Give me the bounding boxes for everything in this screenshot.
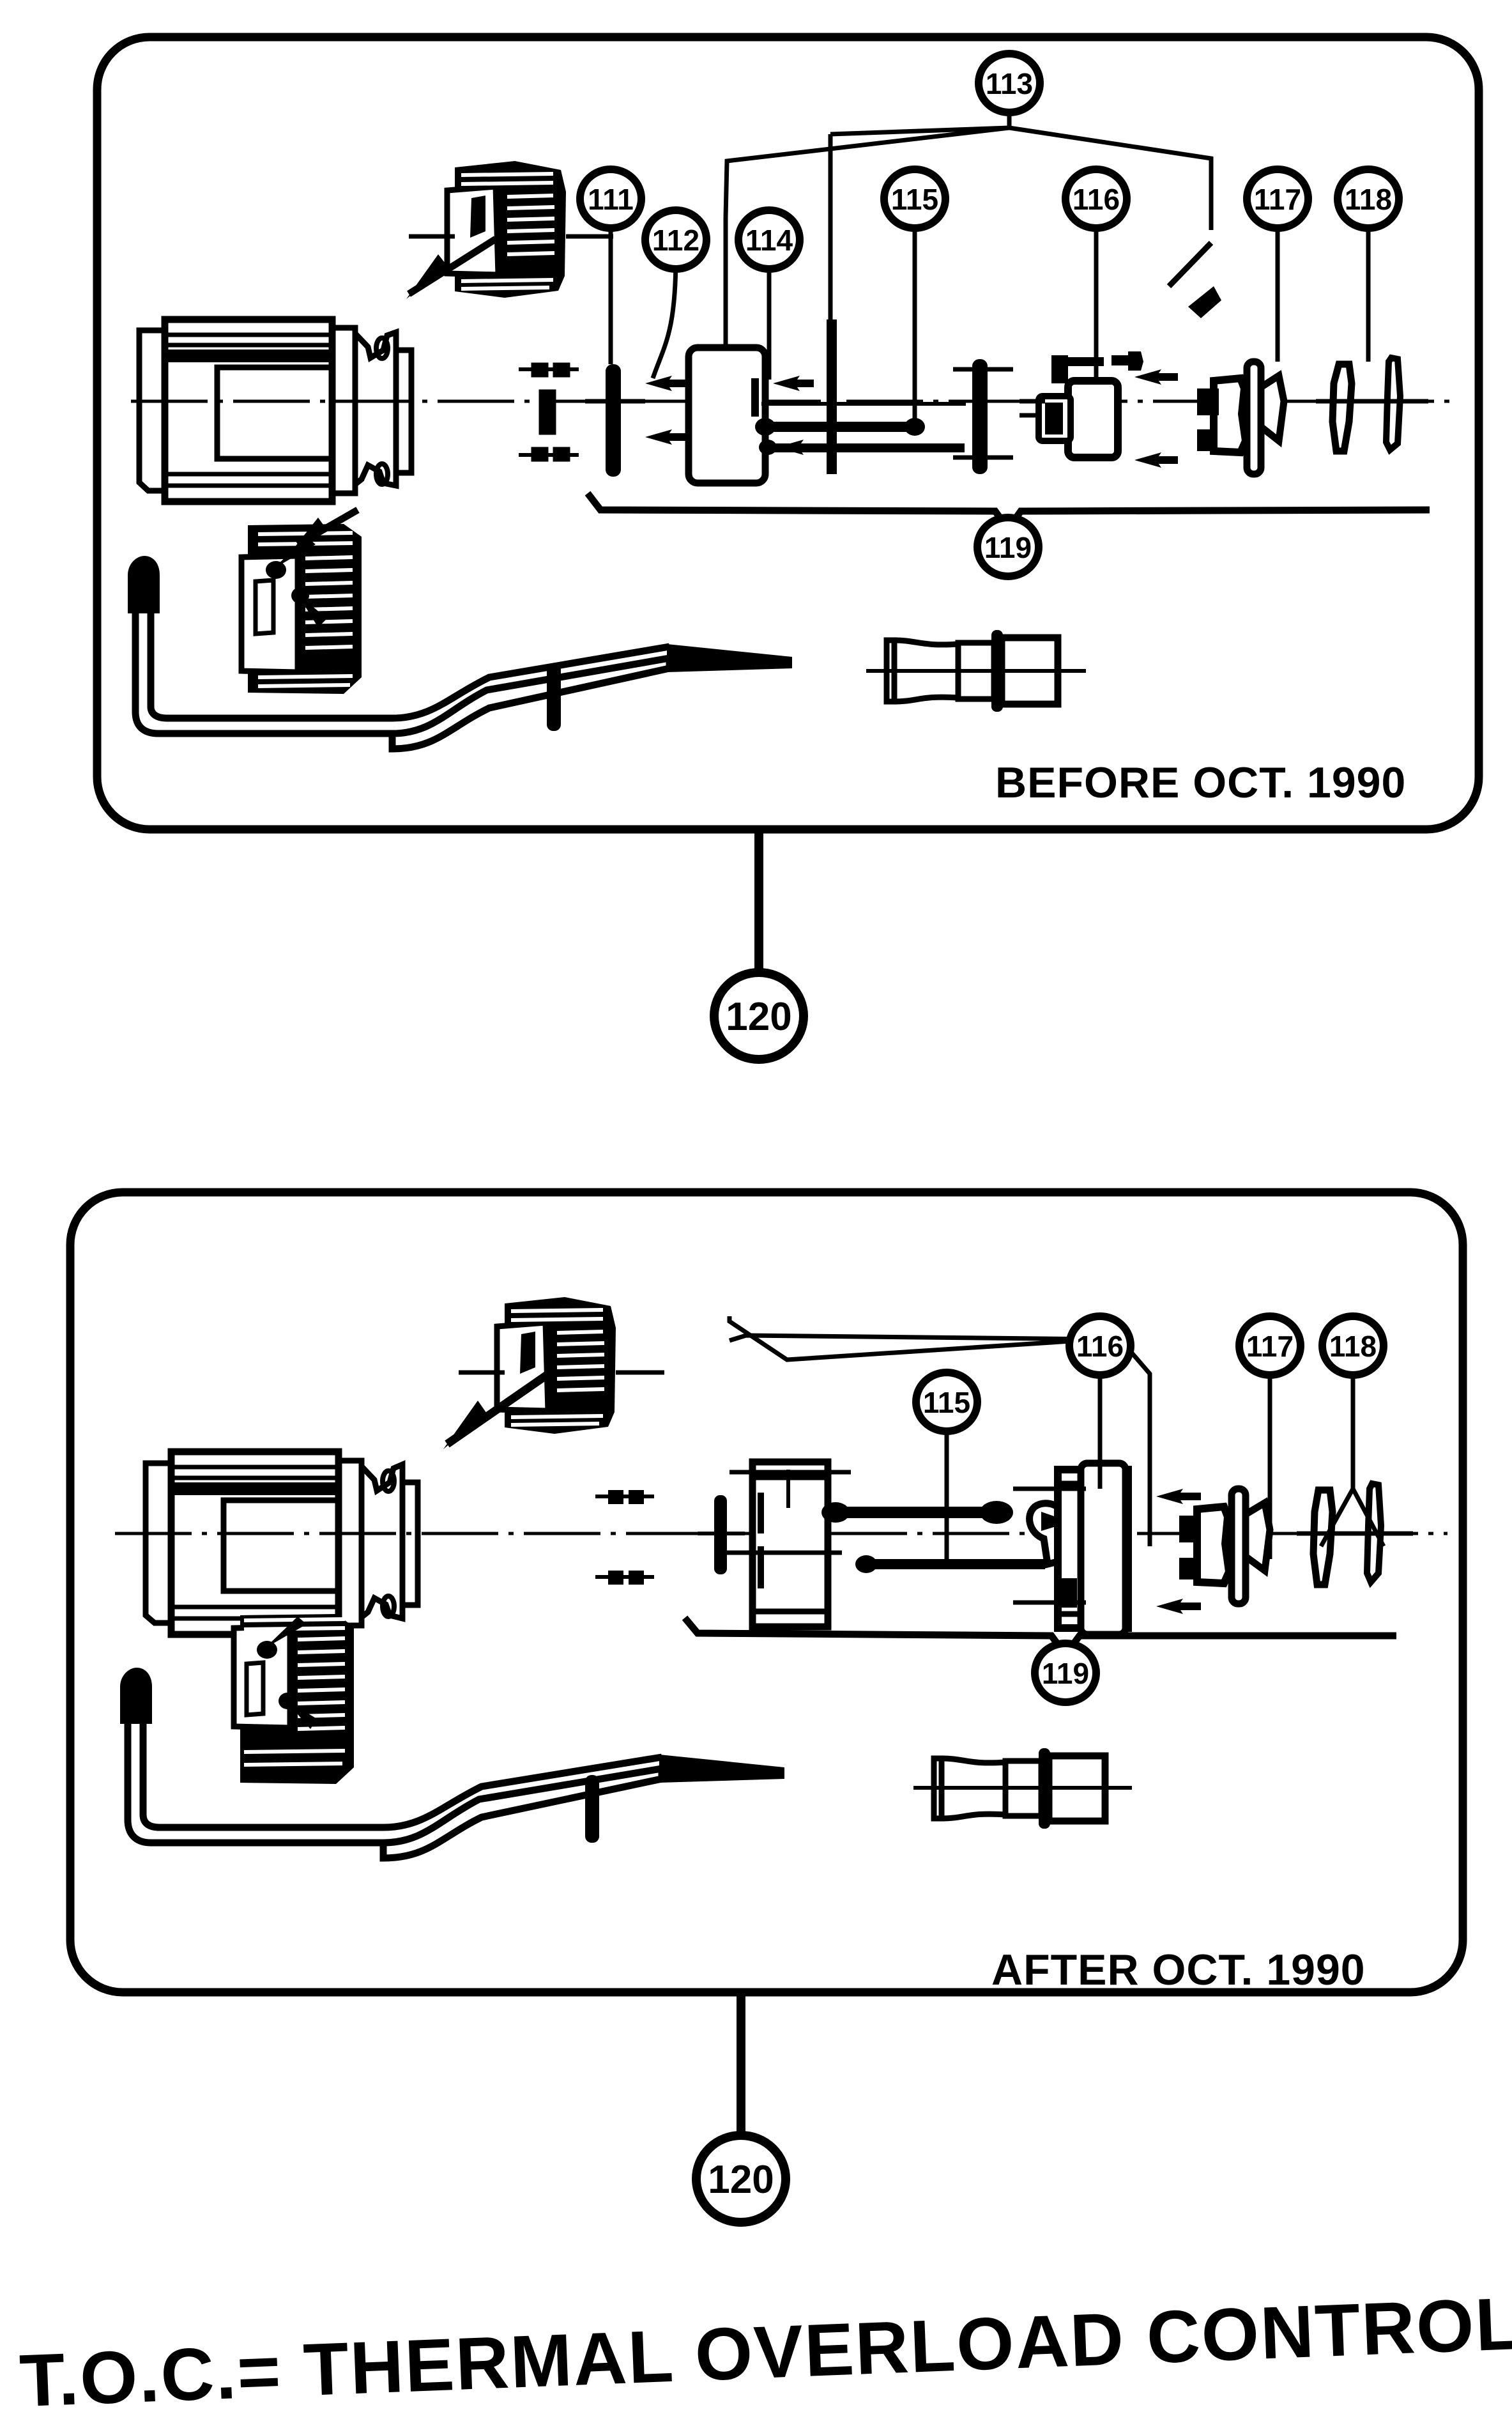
callout-117-label: 117 (1254, 183, 1301, 216)
cord-tip-before (667, 644, 792, 672)
part-clip-118-before (1316, 354, 1428, 455)
plug-connector-before (866, 630, 1086, 712)
callout-120-after[interactable]: 120 (692, 2131, 790, 2227)
leaders-before (608, 83, 1371, 426)
callout-119-after[interactable]: 119 (1031, 1640, 1100, 1706)
callout-111-before[interactable]: 111 (576, 165, 645, 232)
part-screw-114-before (751, 378, 759, 417)
panel-label-after: AFTER OCT. 1990 (991, 1946, 1366, 1994)
toc-unit-after (231, 1614, 354, 1784)
toc-unit-before (238, 507, 362, 694)
panel-label-before: BEFORE OCT. 1990 (995, 758, 1406, 807)
part-block-left-after (714, 1458, 851, 1631)
callout-119-after-label: 119 (1042, 1657, 1089, 1690)
callout-117-before[interactable]: 117 (1243, 165, 1312, 232)
leaders-after (727, 1316, 1386, 1559)
cord-tip-after (659, 1755, 784, 1783)
callout-116-label: 116 (1073, 183, 1120, 216)
leader-arrow-117-before (1188, 286, 1221, 318)
panel-before-border (93, 33, 1483, 834)
callout-116-after-label: 116 (1076, 1330, 1124, 1363)
callout-118-before[interactable]: 118 (1334, 165, 1403, 232)
callout-112-label: 112 (652, 224, 699, 257)
callout-112-before[interactable]: 112 (641, 206, 710, 273)
motor-body-before (136, 316, 415, 505)
callout-119-label: 119 (984, 531, 1032, 564)
callout-115-before[interactable]: 115 (880, 165, 949, 232)
cord-terminal-after (120, 1668, 152, 1724)
part-shaft-115-after (821, 1501, 1045, 1573)
plug-connector-after (913, 1748, 1132, 1829)
callout-118-after-label: 118 (1329, 1330, 1377, 1363)
toc-cover-before (406, 161, 613, 299)
callout-120-top-label: 120 (726, 995, 791, 1039)
part-clip-118-after (1297, 1480, 1413, 1588)
part-plate-mid-before (953, 359, 1013, 474)
panel-after-border (66, 1188, 1467, 1997)
panel-after-oct-1990: 115 116 117 118 119 AFTER OCT. 1990 (66, 1188, 1467, 1997)
part-bracket-117-before (1197, 358, 1288, 478)
cord-tie-after (585, 1775, 599, 1843)
callout-115-label: 115 (891, 183, 938, 216)
cord-terminal-before (128, 556, 160, 613)
assembly-callout-120-bottom: 120 (692, 1992, 790, 2227)
leader-line-117-before (1166, 240, 1214, 289)
callout-118-after[interactable]: 118 (1318, 1312, 1387, 1379)
cord-tie-before (547, 663, 561, 731)
washer-stack-before (519, 362, 579, 462)
callout-119-before[interactable]: 119 (974, 514, 1042, 580)
callout-118-label: 118 (1345, 183, 1392, 216)
part-bracket-117-after (1179, 1485, 1274, 1608)
toc-cover-after (443, 1297, 664, 1449)
callout-116-before[interactable]: 116 (1062, 165, 1131, 232)
part-plate-111-before (585, 364, 645, 477)
power-cord-after (124, 1721, 666, 1862)
part-switch-116-before (1019, 351, 1143, 461)
callout-115-after-label: 115 (923, 1386, 970, 1419)
part-shaft-115-before (755, 319, 966, 474)
callout-111-label: 111 (588, 183, 634, 216)
assembly-arrows-after (1156, 1489, 1201, 1614)
callout-117-after[interactable]: 117 (1235, 1312, 1304, 1379)
callout-113-label: 113 (986, 67, 1033, 100)
callout-114-label: 114 (745, 224, 793, 257)
panel-before-oct-1990: 111 112 113 114 115 116 117 118 (93, 33, 1483, 834)
callout-115-after[interactable]: 115 (912, 1369, 981, 1435)
callout-113-before[interactable]: 113 (975, 50, 1044, 116)
callout-114-before[interactable]: 114 (735, 206, 804, 273)
callout-120-bottom-label: 120 (708, 2158, 774, 2202)
callout-117-after-label: 117 (1246, 1330, 1294, 1363)
callout-116-after[interactable]: 116 (1065, 1312, 1134, 1379)
assembly-callout-120-top: 120 (710, 829, 808, 1064)
callout-120-before[interactable]: 120 (710, 968, 808, 1064)
